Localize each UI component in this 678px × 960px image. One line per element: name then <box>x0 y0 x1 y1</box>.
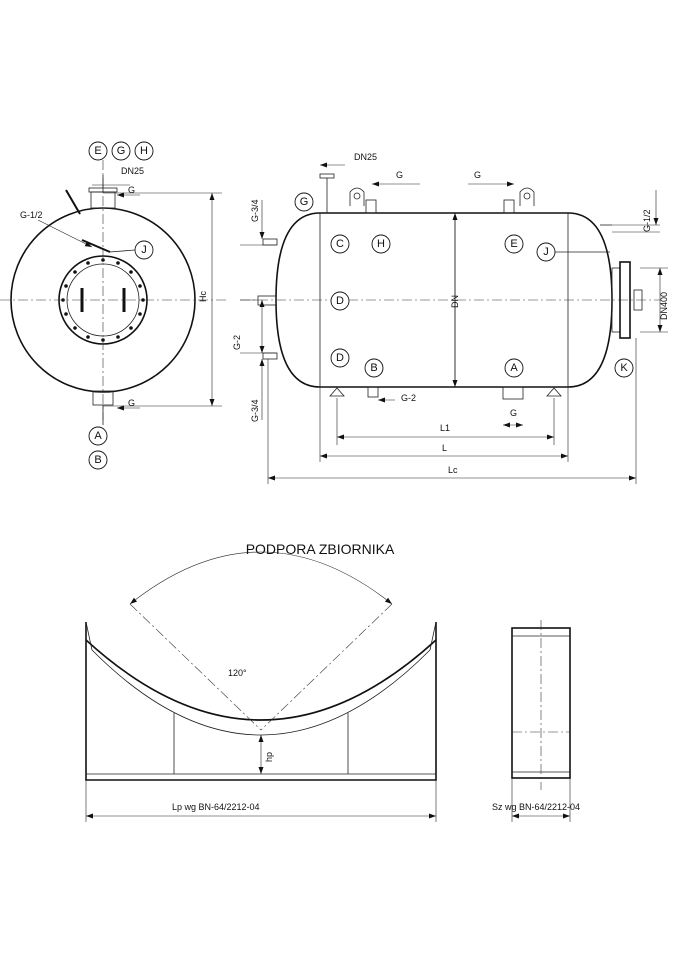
support-front-view: 120° hp Lp wg BN-64/2212-04 <box>85 551 437 822</box>
support-sz-label: Sz wg BN-64/2212-04 <box>492 802 580 812</box>
bubble-a-left: A <box>88 426 108 446</box>
svg-text:D: D <box>336 352 344 364</box>
lug-right <box>519 187 535 206</box>
dim-g-top-right: G <box>474 170 481 180</box>
dim-dn25-left: DN25 <box>121 166 144 176</box>
dim-g2-side: G-2 <box>232 335 242 350</box>
end-view: DN25 G G G-1/2 Hc E G H J A B <box>0 141 228 470</box>
bubble-b-side: B <box>364 358 384 378</box>
saddle-left <box>329 387 345 397</box>
dim-g34-top: G-3/4 <box>250 199 260 222</box>
svg-text:K: K <box>620 362 628 374</box>
saddle-right <box>546 387 562 397</box>
dim-g34-bottom: G-3/4 <box>250 399 260 422</box>
support-angle-label: 120° <box>228 668 247 678</box>
fitting-j <box>81 239 111 253</box>
nozzle-a <box>502 386 524 400</box>
svg-text:J: J <box>141 244 147 256</box>
dn25-nozzle-top <box>319 173 335 179</box>
nozzle-b <box>367 386 379 398</box>
bubble-j-side: J <box>536 242 556 262</box>
dim-g-half-left: G-1/2 <box>20 210 43 220</box>
dim-g-bottom-right: G <box>510 408 517 418</box>
svg-text:A: A <box>94 430 102 442</box>
svg-text:H: H <box>140 145 148 157</box>
nozzle-c <box>262 238 278 246</box>
svg-text:E: E <box>94 145 101 157</box>
dim-lc: Lc <box>448 465 458 475</box>
bubble-k-side: K <box>614 358 634 378</box>
bubble-j-left: J <box>134 240 154 260</box>
dim-hc: Hc <box>198 291 208 302</box>
dim-l: L <box>442 443 447 453</box>
bubble-h-side: H <box>371 234 391 254</box>
svg-text:D: D <box>336 295 344 307</box>
svg-text:B: B <box>94 454 101 466</box>
svg-text:J: J <box>543 246 549 258</box>
bubble-c-side: C <box>330 234 350 254</box>
svg-text:A: A <box>510 362 518 374</box>
dim-g-half-right: G-1/2 <box>642 209 652 232</box>
saddle-arc-outer <box>85 639 437 721</box>
svg-text:G: G <box>300 196 309 208</box>
dim-dn25-right: DN25 <box>354 152 377 162</box>
bubble-b-left: B <box>88 450 108 470</box>
lifting-lug <box>65 189 81 215</box>
dim-g-top-left: G <box>128 185 135 195</box>
lug-left <box>349 187 365 206</box>
support-hp-label: hp <box>264 752 274 762</box>
bubble-g-side: G <box>294 192 314 212</box>
svg-text:C: C <box>336 238 344 250</box>
manhole-bolts <box>61 258 145 342</box>
dim-g2-bottom: G-2 <box>401 393 416 403</box>
dim-g-bottom-left: G <box>128 398 135 408</box>
svg-text:B: B <box>370 362 377 374</box>
bubble-g-left: G <box>111 141 131 161</box>
dim-g-top-mid: G <box>396 170 403 180</box>
support-side-view: Sz wg BN-64/2212-04 <box>492 620 580 822</box>
bubble-d-side: D <box>330 348 350 368</box>
angle-arc <box>129 551 393 605</box>
support-lp-label: Lp wg BN-64/2212-04 <box>172 802 260 812</box>
svg-text:E: E <box>510 238 517 250</box>
svg-text:H: H <box>377 238 385 250</box>
side-view: DN25 G G G-1/2 DN DN400 G-3/4 G-2 G-3/4 … <box>232 152 669 484</box>
support-title: PODPORA ZBIORNIKA <box>246 541 395 557</box>
bubble-f-left: E <box>88 141 108 161</box>
svg-text:G: G <box>117 145 126 157</box>
bubble-a-side: A <box>504 358 524 378</box>
bubble-f-side: E <box>504 234 524 254</box>
dim-l1: L1 <box>440 423 450 433</box>
dim-dn400: DN400 <box>659 292 669 320</box>
bubble-e-side: D <box>330 291 350 311</box>
nozzle-e <box>257 295 277 306</box>
nozzle-d <box>262 352 278 360</box>
dim-dn: DN <box>450 295 460 308</box>
bubble-h-left: H <box>134 141 154 161</box>
